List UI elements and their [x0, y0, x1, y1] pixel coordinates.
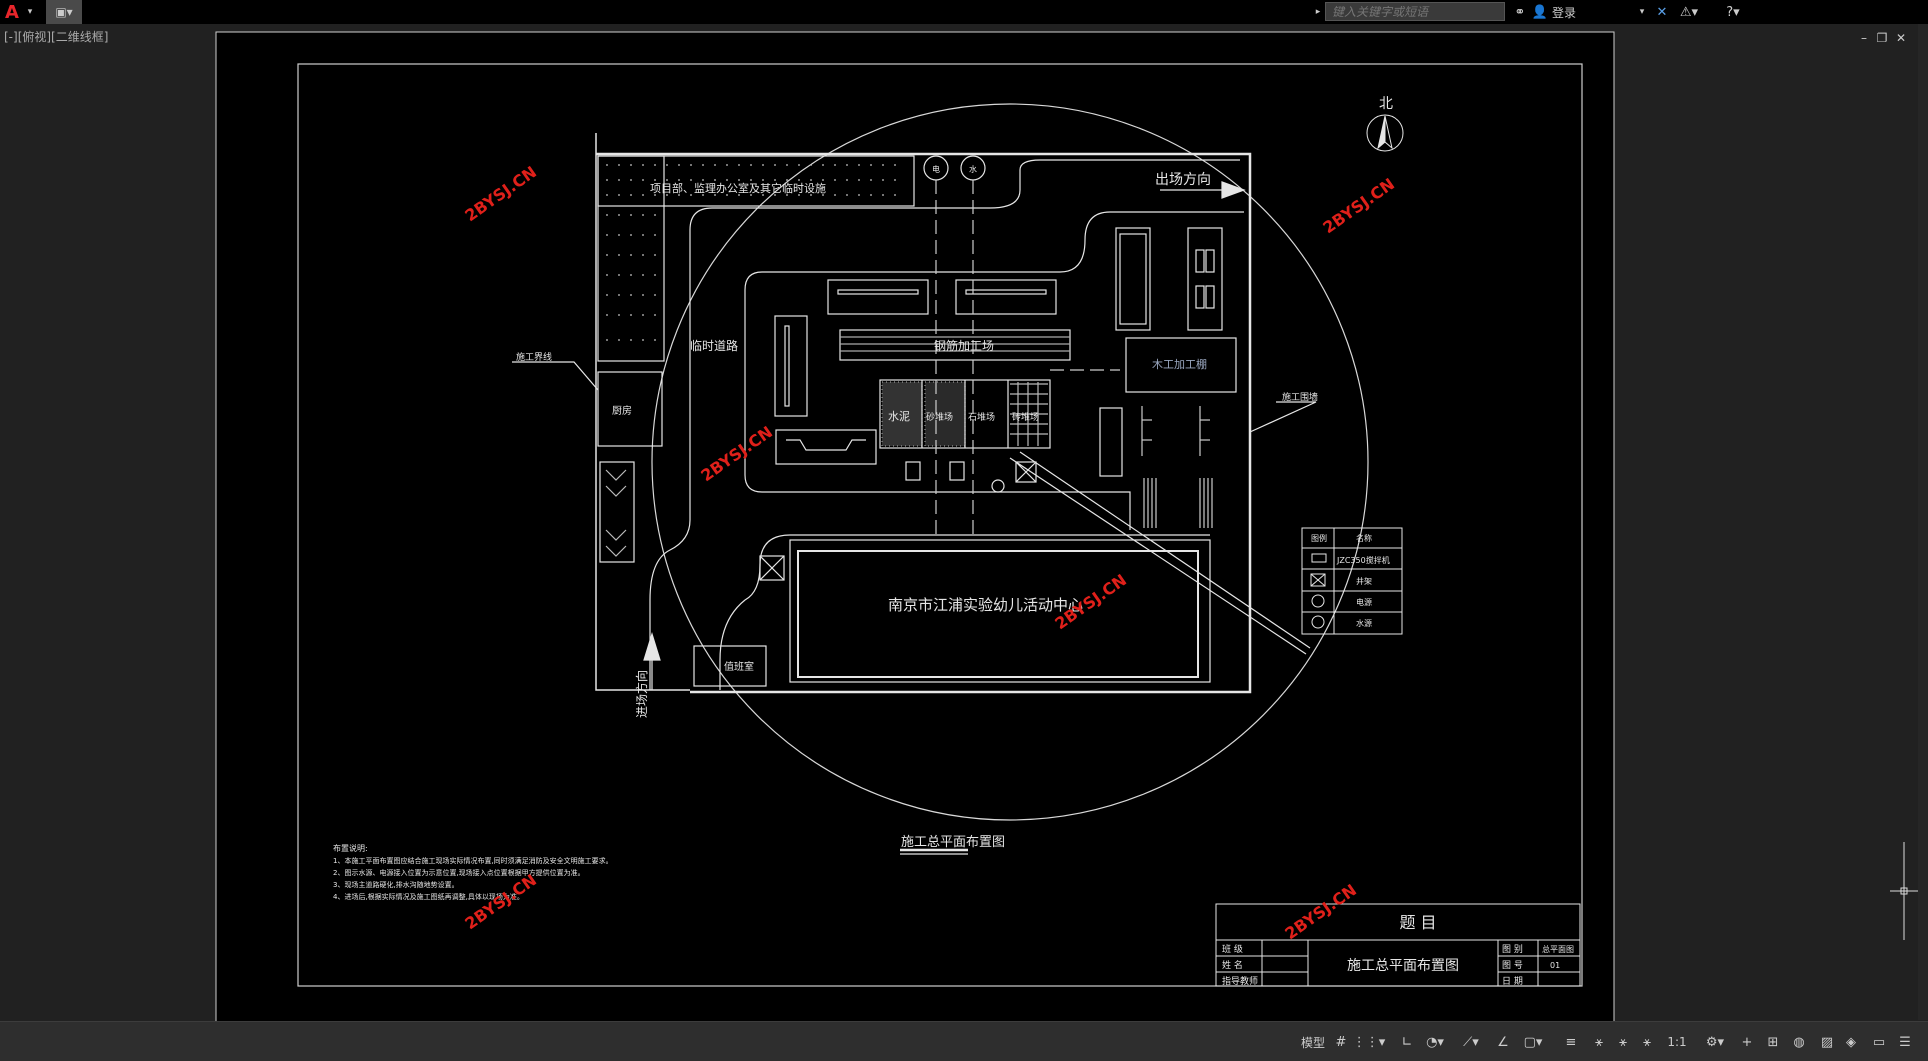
- note-line: 4、进场后,根据实际情况及施工图纸再调整,具体以现场为准。: [333, 892, 524, 901]
- polar-icon[interactable]: ◔▾: [1426, 1034, 1444, 1050]
- boundary-left-label: 施工界线: [516, 351, 552, 363]
- title-block-value: 01: [1550, 961, 1560, 970]
- title-block: 题 目 班 级 姓 名 指导教师 施工总平面布置图 图 别 图 号 日 期 总平…: [1215, 903, 1581, 987]
- close-icon[interactable]: ✕: [1895, 31, 1907, 45]
- drawing-border: [297, 63, 1583, 987]
- annotation-scale-value[interactable]: 1:1: [1667, 1035, 1687, 1049]
- graphics-performance-icon[interactable]: ▨: [1820, 1034, 1834, 1050]
- selection-cycling-icon[interactable]: ▢▾: [1523, 1034, 1543, 1050]
- chevron-down-icon[interactable]: ▾: [27, 7, 33, 17]
- customization-menu-icon[interactable]: ☰: [1899, 1034, 1911, 1050]
- tower-crane-icon: [1310, 573, 1326, 587]
- units-icon[interactable]: ⊞: [1767, 1034, 1779, 1050]
- drawing-name: 施工总平面布置图: [1347, 958, 1459, 974]
- dynamic-ucs-icon[interactable]: ∠: [1497, 1034, 1509, 1050]
- user-icon[interactable]: 👤: [1531, 4, 1549, 20]
- site-boundary-left: [595, 133, 690, 691]
- stone-yard-label: 石堆场: [968, 412, 995, 423]
- restore-icon[interactable]: ❐: [1876, 31, 1888, 45]
- note-line: 3、现场主道路硬化,排水沟随地势设置。: [333, 880, 459, 889]
- boundary-right-label: 施工围墙: [1282, 391, 1318, 403]
- north-arrow-icon: [1366, 114, 1404, 152]
- site-boundary-main: [596, 152, 1252, 694]
- water-mark: 水: [969, 164, 977, 174]
- auto-scale-icon[interactable]: ⚹: [1619, 1034, 1627, 1050]
- isolate-icon[interactable]: ◈: [1846, 1034, 1856, 1050]
- lineweight-icon[interactable]: ≡: [1565, 1034, 1577, 1050]
- title-block-label: 图 别: [1502, 944, 1523, 955]
- chevron-down-icon[interactable]: ▾: [1639, 7, 1645, 17]
- north-label: 北: [1379, 96, 1393, 112]
- a360-icon[interactable]: ⚠▾: [1679, 4, 1699, 20]
- quick-access-icon[interactable]: ▣▾: [46, 0, 82, 24]
- legend-table: 图例 名称 JZC350搅拌机 井架 电源 水源: [1301, 527, 1403, 635]
- plus-icon[interactable]: +: [1741, 1034, 1753, 1050]
- water-meter-icon: [1311, 615, 1325, 629]
- entry-direction-label: 进场方向: [634, 670, 649, 718]
- search-expand-icon[interactable]: ▸: [1315, 7, 1321, 17]
- note-line: 2、图示水源、电源接入位置为示意位置,现场接入点位置根据甲方提供位置为准。: [333, 868, 585, 877]
- quick-properties-icon[interactable]: ◍: [1793, 1034, 1805, 1050]
- project-name: 南京市江浦实验幼儿活动中心: [888, 596, 1083, 614]
- viewport-label[interactable]: [-][俯视][二维线框]: [4, 30, 109, 44]
- grid-icon[interactable]: #: [1335, 1034, 1347, 1050]
- brick-yard-label: 砖堆场: [1012, 411, 1039, 423]
- ortho-icon[interactable]: ∟: [1401, 1034, 1413, 1050]
- legend-row-name: 井架: [1356, 576, 1372, 586]
- annotation-scale-icon[interactable]: ⚹: [1643, 1034, 1651, 1050]
- exit-direction-label: 出场方向: [1155, 172, 1211, 188]
- title-block-value: 总平面图: [1542, 944, 1574, 954]
- drawing-labels: 北 出场方向 临时道路 施工界线 施工围墙 项目部、监理办公室及其它临时设施 钢…: [333, 96, 1393, 901]
- crane-radius-circle: [651, 103, 1369, 821]
- annotation-visibility-icon[interactable]: ⚹: [1595, 1034, 1603, 1050]
- guard-room-label: 值班室: [724, 660, 754, 673]
- legend-row-name: 水源: [1356, 618, 1372, 628]
- minimize-icon[interactable]: –: [1861, 31, 1867, 45]
- mixer-icon: [1311, 553, 1327, 563]
- title-block-row: 姓 名: [1222, 959, 1243, 971]
- power-mark: 电: [932, 164, 940, 174]
- legend-header-name: 名称: [1356, 533, 1372, 543]
- kitchen-label: 厨房: [612, 404, 632, 417]
- title-block-row: 指导教师: [1222, 975, 1258, 987]
- vertical-scrollbar[interactable]: [1918, 24, 1928, 1020]
- building-outline: [789, 539, 1211, 683]
- cement-label: 水泥: [888, 410, 910, 423]
- help-icon[interactable]: ?▾: [1726, 4, 1740, 20]
- sand-yard-label: 砂堆场: [926, 411, 953, 423]
- paper-sheet: [215, 31, 1615, 1023]
- site-plan: [512, 103, 1369, 855]
- legend-header-symbol: 图例: [1311, 533, 1327, 543]
- legend-row-name: JZC350搅拌机: [1336, 555, 1390, 565]
- notes-title: 布置说明:: [333, 843, 368, 853]
- note-line: 1、本施工平面布置图应结合施工现场实际情况布置,同时须满足消防及安全文明施工要求…: [333, 856, 613, 865]
- status-bar: 模型 # ⋮⋮▾ ∟ ◔▾ ⟋▾ ∠ ▢▾ ≡ ⚹ ⚹ ⚹ 1:1 ⚙▾ + ⊞…: [0, 1021, 1928, 1061]
- title-block-row: 班 级: [1222, 943, 1243, 955]
- model-tab[interactable]: 模型: [1300, 1035, 1325, 1050]
- office-block-label: 项目部、监理办公室及其它临时设施: [650, 181, 826, 195]
- autocad-a-icon[interactable]: A: [5, 1, 19, 23]
- snap-icon[interactable]: ⋮⋮▾: [1352, 1034, 1386, 1050]
- exchange-icon[interactable]: ✕: [1656, 4, 1668, 20]
- isodraft-icon[interactable]: ⟋▾: [1463, 1034, 1479, 1050]
- binoculars-icon[interactable]: ⚭: [1514, 4, 1526, 20]
- search-input[interactable]: [1325, 2, 1505, 21]
- temporary-road-label: 临时道路: [690, 338, 738, 353]
- power-meter-icon: [1311, 594, 1325, 608]
- clean-screen-icon[interactable]: ▭: [1872, 1034, 1886, 1050]
- login-button[interactable]: 登录: [1552, 5, 1577, 20]
- title-block-heading: 题 目: [1399, 913, 1436, 932]
- wood-yard-label: 木工加工棚: [1152, 357, 1207, 371]
- workspace-gear-icon[interactable]: ⚙▾: [1705, 1034, 1725, 1050]
- legend-row-name: 电源: [1356, 597, 1372, 607]
- title-block-label: 日 期: [1502, 976, 1523, 987]
- title-block-label: 图 号: [1502, 960, 1523, 971]
- title-bar: A ▾ ▣▾ ▸ ⚭ 👤 登录 ▾ ✕ ⚠▾ ?▾: [0, 0, 1928, 24]
- plan-title: 施工总平面布置图: [901, 835, 1005, 850]
- rebar-yard-label: 钢筋加工场: [934, 338, 994, 353]
- crosshair-cursor: [1890, 842, 1918, 940]
